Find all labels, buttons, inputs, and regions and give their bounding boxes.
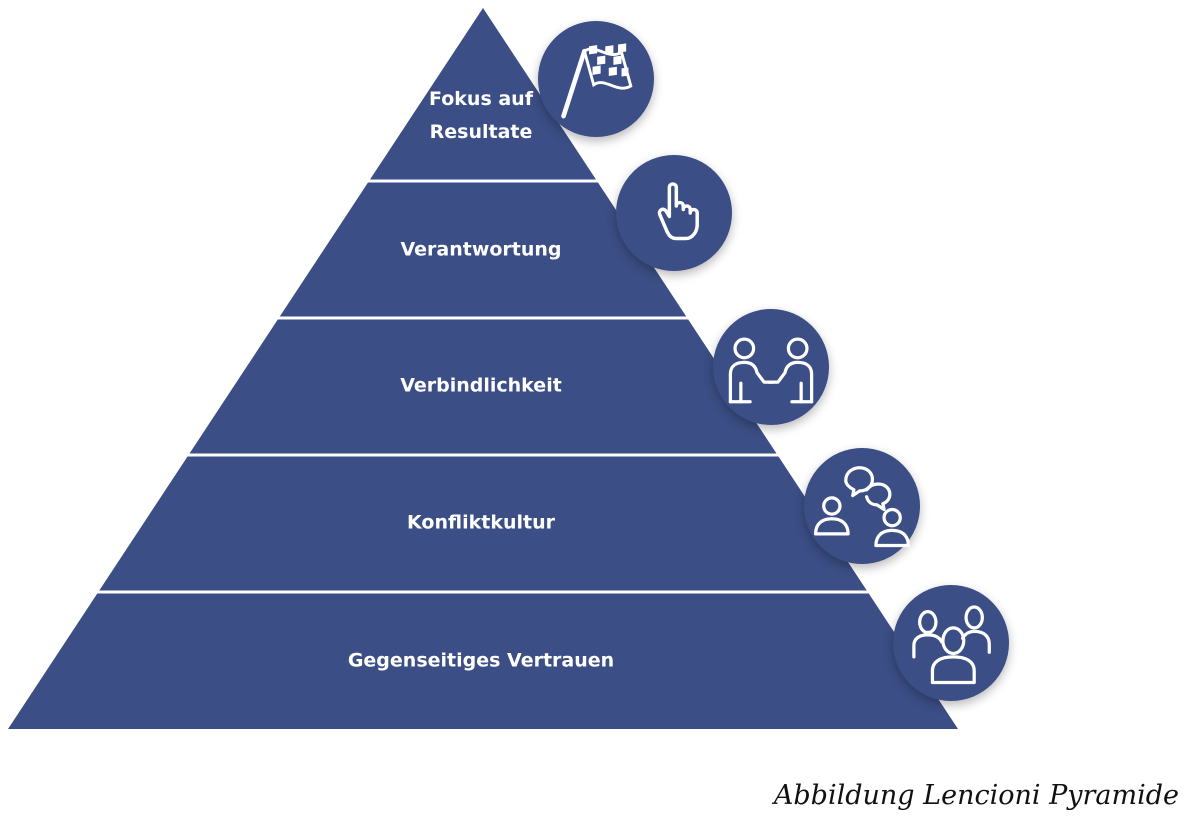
layer-label-conflict: Konfliktkultur bbox=[407, 507, 555, 540]
layer-label-conflict-text: Konfliktkultur bbox=[407, 511, 555, 534]
icon-circle-trust bbox=[893, 585, 1009, 701]
icon-circle-commitment bbox=[713, 309, 829, 425]
layer-label-results-line-1: Fokus auf bbox=[429, 88, 533, 110]
layer-label-accountability: Verantwortung bbox=[400, 234, 561, 267]
layer-label-trust-text: Gegenseitiges Vertrauen bbox=[347, 649, 615, 672]
layer-label-commitment-text: Verbindlichkeit bbox=[400, 374, 562, 397]
icon-circle-results bbox=[538, 21, 654, 137]
layer-label-results: Fokus auf Resultate bbox=[429, 83, 533, 149]
figure-caption: Abbildung Lencioni Pyramide bbox=[773, 780, 1179, 811]
layer-label-accountability-text: Verantwortung bbox=[400, 238, 562, 261]
icon-circle-conflict bbox=[804, 448, 920, 564]
layer-label-commitment: Verbindlichkeit bbox=[400, 370, 562, 403]
conversation-icon bbox=[813, 466, 911, 548]
layer-label-trust: Gegenseitiges Vertrauen bbox=[348, 645, 614, 678]
handshake-icon bbox=[728, 337, 814, 404]
icon-circle-accountability bbox=[616, 155, 732, 271]
pyramid-shape bbox=[8, 8, 958, 729]
pointing-hand-icon bbox=[657, 182, 699, 241]
layer-label-results-line-2: Resultate bbox=[429, 121, 533, 143]
layer-dividers bbox=[97, 179, 869, 594]
group-icon bbox=[912, 605, 991, 685]
checkered-flag-icon bbox=[561, 43, 633, 119]
